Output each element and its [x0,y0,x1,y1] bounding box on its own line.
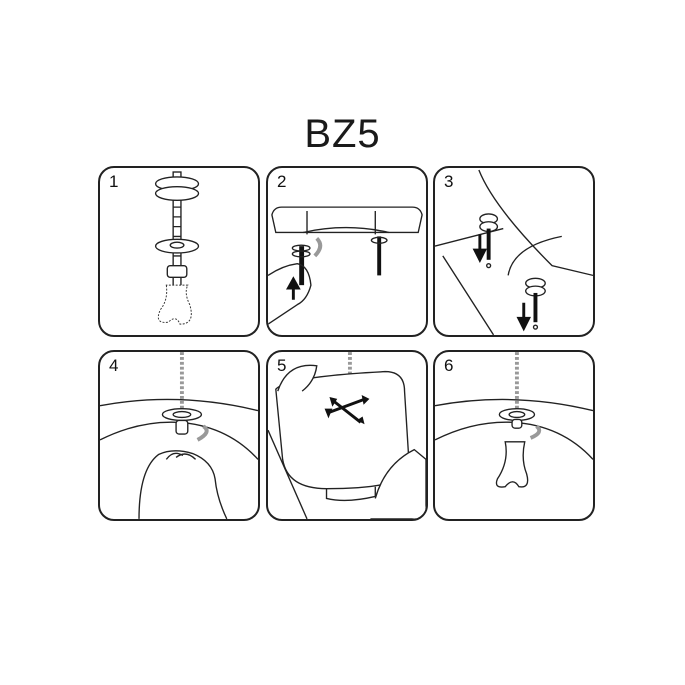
final-tightening-illustration [435,352,593,488]
adjust-seat-position-illustration [268,352,426,519]
place-seat-on-bowl-illustration [435,169,593,335]
step-panel-1: 1 [98,166,260,337]
step-panel-5: 5 [266,350,428,521]
tighten-nut-underneath-illustration [100,352,258,519]
step-panel-2: 2 [266,166,428,337]
bolt-assembly-illustration [154,171,200,325]
step-number: 1 [109,172,119,191]
step-number: 2 [277,172,287,191]
step-number: 3 [444,172,454,191]
step-number: 6 [444,356,454,375]
step-panel-6: 6 [433,350,595,521]
step-number: 5 [277,356,287,375]
step-panel-3: 3 [433,166,595,337]
step-panel-4: 4 [98,350,260,521]
diagram-title: BZ5 [304,112,381,156]
step-number: 4 [109,356,119,375]
insert-bolt-into-hinge-illustration [268,206,423,325]
